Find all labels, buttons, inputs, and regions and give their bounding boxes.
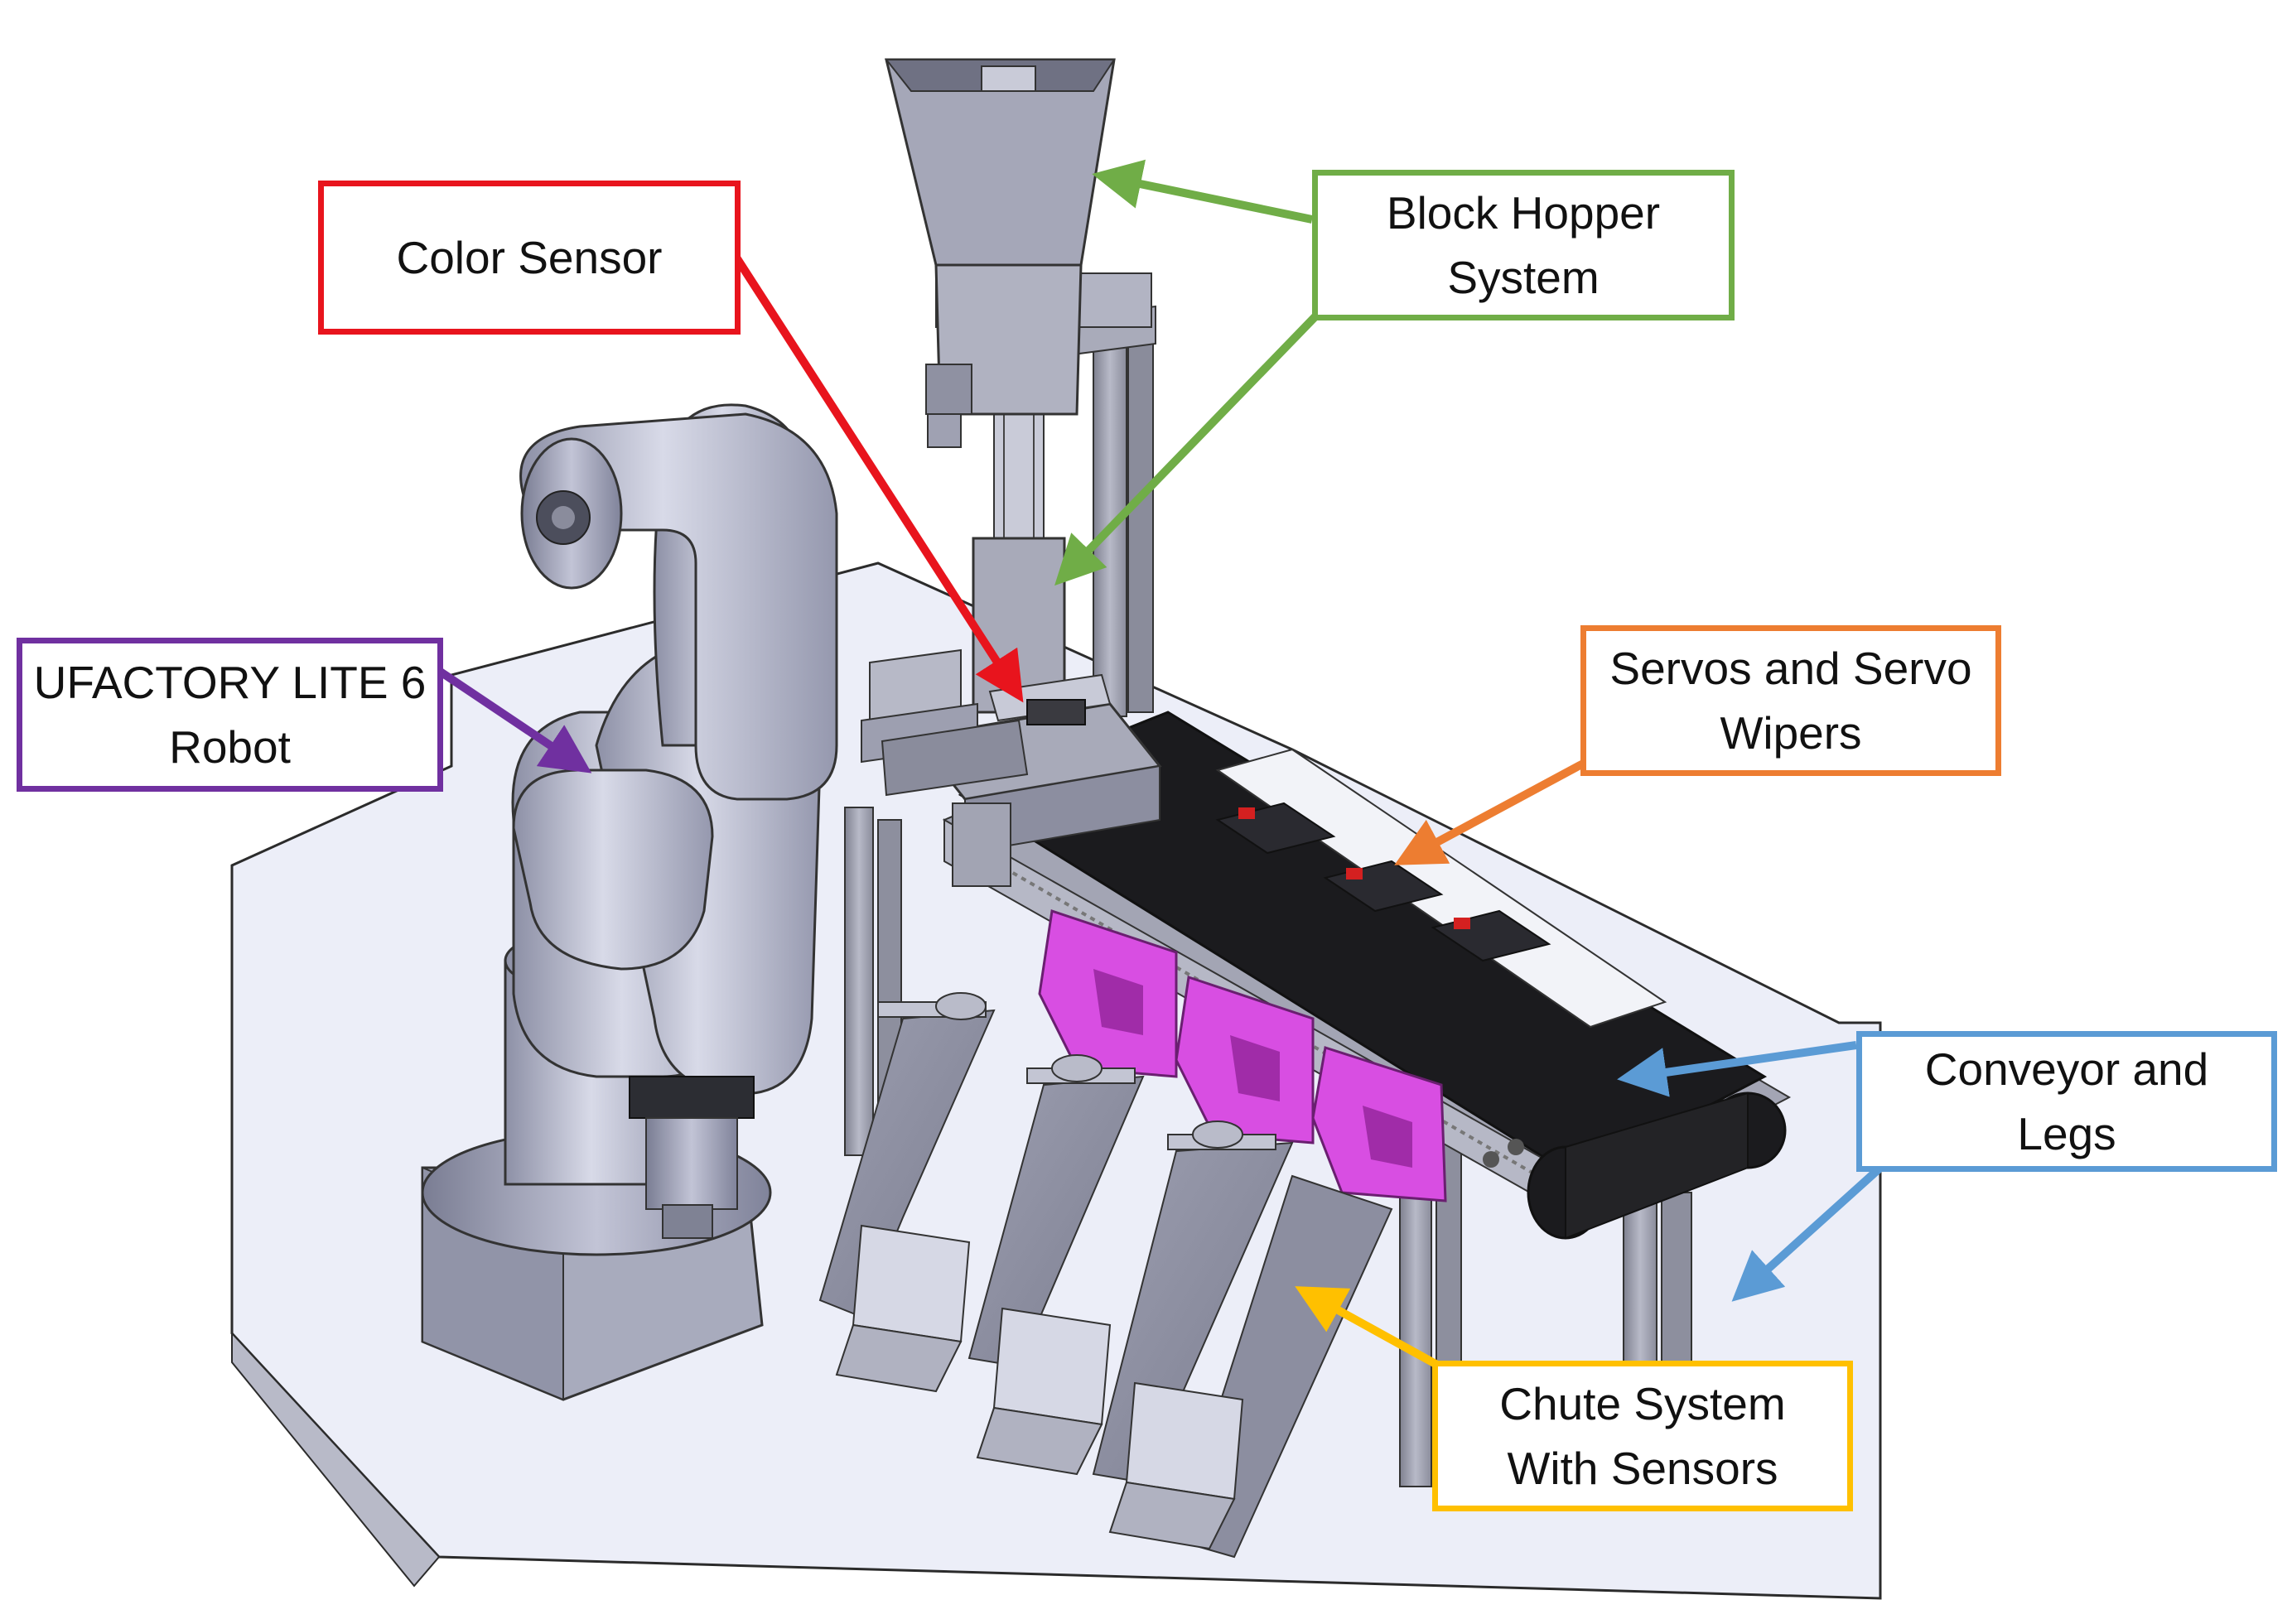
callout-arrows (437, 159, 1884, 1369)
servos-label-line-1: Servos and Servo (1609, 643, 1972, 694)
sensor-carriage (861, 648, 1162, 887)
color-sensor-label-line-1: Color Sensor (396, 232, 663, 283)
chute-label-line-1: Chute System (1499, 1378, 1786, 1429)
block-hopper (884, 58, 1116, 714)
servos-arrow (1394, 758, 1589, 865)
block-hopper-label-line-2: System (1447, 252, 1600, 303)
chute-arrow (1295, 1286, 1440, 1369)
conveyor-callout: Conveyor and Legs (1856, 1031, 2277, 1172)
servo-rail (1215, 748, 1667, 1029)
block-hopper-label-line-1: Block Hopper (1386, 187, 1661, 239)
color-sensor-arrow (726, 246, 1024, 703)
conveyor-arrow-lower (1731, 1164, 1884, 1302)
block-hopper-callout: Block Hopper System (1312, 170, 1735, 320)
color-sensor-callout: Color Sensor (318, 181, 741, 335)
robot-label-line-1: UFACTORY LITE 6 (33, 657, 427, 708)
robot-arm (421, 403, 838, 1401)
conveyor-label-line-1: Conveyor and (1924, 1043, 2209, 1095)
chute-label-line-2: With Sensors (1507, 1443, 1778, 1494)
robot-label-line-2: Robot (169, 721, 291, 773)
hopper-arrow-lower (1054, 311, 1320, 586)
robot-arrow (437, 667, 592, 773)
conveyor-arrow-upper (1617, 1041, 1857, 1097)
servos-callout: Servos and Servo Wipers (1580, 625, 2001, 776)
chute-brackets (1038, 909, 1447, 1202)
hopper-arrow-upper (1092, 159, 1314, 224)
chute-sensor-blocks (835, 1224, 1244, 1550)
conveyor-label-line-2: Legs (2017, 1108, 2116, 1159)
robot-callout: UFACTORY LITE 6 Robot (17, 638, 443, 792)
chute-callout: Chute System With Sensors (1432, 1361, 1853, 1511)
servos-label-line-2: Wipers (1720, 707, 1862, 759)
